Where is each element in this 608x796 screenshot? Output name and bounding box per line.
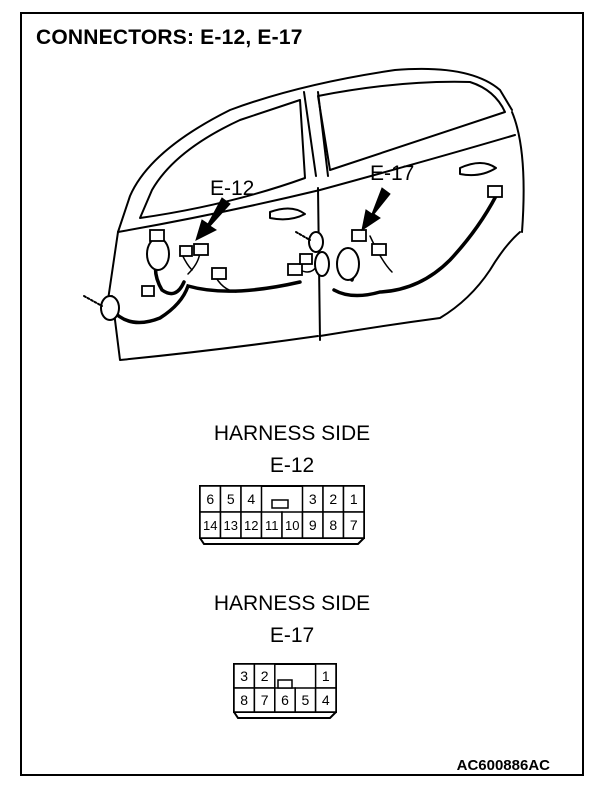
e17-pin-label: 8 [240, 692, 248, 708]
e17-pin-label: 2 [261, 668, 269, 684]
car-window-line [139, 99, 306, 219]
e17-pin-label: 7 [261, 692, 269, 708]
front-bolt [83, 295, 103, 307]
e17-pin-cell [314, 687, 337, 713]
e12-pin-label: 10 [285, 518, 299, 533]
front-door-bottom [111, 295, 319, 361]
front-hinge-boot [100, 295, 120, 321]
callout-e12: E-12 [210, 177, 254, 200]
e12-pin-cell [342, 511, 365, 539]
front-harness [110, 280, 302, 325]
front-door-front [107, 231, 119, 301]
e12-pin-label: 6 [206, 491, 214, 507]
e12-pin-label: 5 [227, 491, 235, 507]
e12-pin-label: 2 [329, 491, 337, 507]
e17-caption: HARNESS SIDE [213, 592, 371, 615]
e12-arrow [195, 197, 231, 241]
b-pillar [303, 91, 317, 177]
e12-pin-label: 12 [244, 518, 258, 533]
e12-pin-label: 1 [350, 491, 358, 507]
rear-door-back [511, 111, 525, 233]
e17-arrow [361, 187, 391, 232]
page-title: CONNECTORS: E-12, E-17 [36, 26, 303, 49]
e17-pin-label: 5 [302, 692, 310, 708]
belt-line [117, 134, 516, 233]
e12-pin-label: 4 [247, 491, 255, 507]
e12-pin-label: 14 [203, 518, 217, 533]
e12-caption: HARNESS SIDE [213, 422, 371, 445]
rear-handle [459, 162, 497, 177]
e17-pin-label: 6 [281, 692, 289, 708]
e12-pin-label: 11 [265, 518, 279, 533]
e12-pin-label: 8 [329, 517, 337, 533]
rear-window-line [317, 80, 506, 171]
e12-pin-label: 13 [224, 518, 238, 533]
connector-e17-body [351, 229, 367, 242]
connector-e12-body [193, 243, 209, 256]
e12-pin-label: 7 [350, 517, 358, 533]
e12-label: E-12 [269, 454, 315, 477]
rear-hinge-boot [314, 251, 330, 277]
car-roof-line [117, 67, 513, 233]
rear-bolt [295, 231, 311, 241]
rear-grommet [336, 247, 360, 281]
b-pillar-2 [317, 91, 329, 177]
e17-pin-label: 4 [322, 692, 330, 708]
rear-door-bottom [319, 231, 521, 337]
front-handle [269, 207, 306, 221]
e17-label: E-17 [269, 624, 315, 647]
callout-e17: E-17 [370, 162, 414, 185]
rear-harness [332, 194, 498, 298]
e12-pin-label: 3 [309, 491, 317, 507]
e12-pin-label: 9 [309, 517, 317, 533]
e17-pin-label: 1 [322, 668, 330, 684]
front-grommet [146, 237, 170, 271]
figure-id: AC600886AC [456, 757, 550, 774]
e17-pin-label: 3 [240, 668, 248, 684]
diagram-frame [20, 12, 584, 776]
